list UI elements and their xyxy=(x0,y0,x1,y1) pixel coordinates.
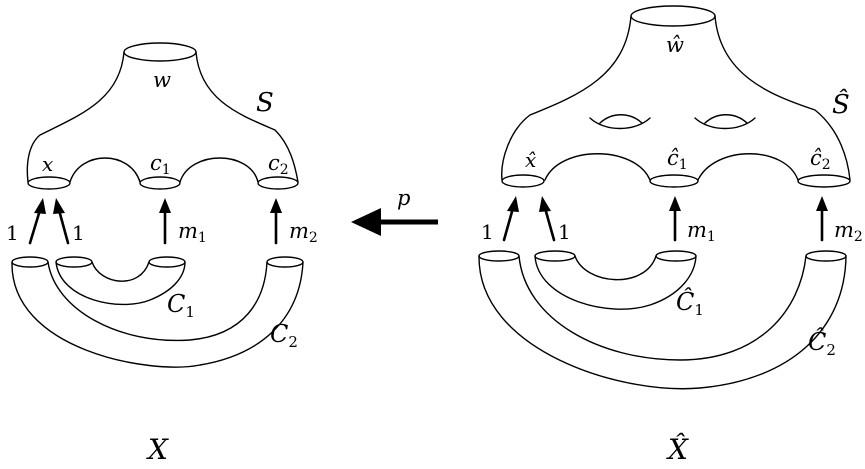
label-shat: Ŝ xyxy=(832,88,850,120)
label-what: ŵ xyxy=(666,33,684,57)
c2-end-right xyxy=(266,256,304,268)
surface-s xyxy=(26,42,299,190)
arrow-hat-1b xyxy=(543,206,556,242)
map-p: p xyxy=(351,186,438,236)
c2-body xyxy=(11,261,304,368)
boundary-w-circle xyxy=(123,42,197,62)
surface-shat-outline xyxy=(501,15,851,181)
label-c2: c2 xyxy=(268,151,289,178)
cylinders-right xyxy=(478,250,847,390)
handle-left xyxy=(589,114,651,130)
left-arrows xyxy=(28,198,282,245)
map-arrow-head xyxy=(351,208,381,236)
label-c2-cylinder: C2 xyxy=(270,320,298,351)
surface-shat xyxy=(501,5,851,188)
arrow-1a xyxy=(28,208,42,245)
label-c1hat: ĉ1 xyxy=(667,146,688,173)
label-p: p xyxy=(397,186,410,210)
surface-shat-bottom-arcs xyxy=(544,153,799,181)
cylinders-left xyxy=(11,256,304,368)
label-c1hat-cylinder: Ĉ1 xyxy=(676,287,704,319)
surface-s-bottom-arcs xyxy=(69,157,259,183)
c1-end-right xyxy=(148,256,186,268)
label-s: S xyxy=(256,88,274,118)
c1-body xyxy=(55,261,186,306)
c2hat-end-right xyxy=(805,250,847,262)
boundary-c2-circle xyxy=(257,176,299,190)
boundary-what-circle xyxy=(630,5,716,27)
label-xhat: x̂ xyxy=(525,148,536,172)
boundary-c1-circle xyxy=(139,176,181,190)
label-c2hat: ĉ2 xyxy=(810,146,831,173)
arrow-1b xyxy=(57,208,70,245)
left-space-x: w S x c1 c2 1 1 m1 m2 xyxy=(6,42,318,466)
label-w: w xyxy=(153,68,171,92)
right-arrows xyxy=(502,196,828,242)
label-1a: 1 xyxy=(6,221,19,245)
label-c1-cylinder: C1 xyxy=(167,290,195,321)
c1hat-body xyxy=(534,255,697,310)
c2hat-body xyxy=(478,255,847,390)
boundary-xhat-circle xyxy=(501,174,545,188)
boundary-c1hat-circle xyxy=(649,174,699,188)
c1-end-left xyxy=(55,256,93,268)
label-m1: m1 xyxy=(178,219,207,246)
boundary-x-circle xyxy=(27,176,71,190)
label-hat-m1: m1 xyxy=(687,218,716,245)
label-space-x: X xyxy=(146,433,169,466)
label-space-xhat: X̂ xyxy=(666,433,689,466)
c1hat-end-left xyxy=(534,250,576,262)
right-space-xhat: ŵ Ŝ x̂ ĉ1 ĉ2 1 1 m1 m2 Ĉ1 Ĉ2 X̂ xyxy=(478,5,863,466)
arrow-hat-1a xyxy=(502,206,515,242)
handle-right xyxy=(694,114,756,130)
label-hat-1a: 1 xyxy=(481,220,494,244)
label-c1: c1 xyxy=(150,151,171,178)
c1hat-end-right xyxy=(655,250,697,262)
c2hat-end-left xyxy=(478,250,520,262)
label-hat-m2: m2 xyxy=(834,218,863,245)
label-1b: 1 xyxy=(72,221,85,245)
label-c2hat-cylinder: Ĉ2 xyxy=(808,327,836,359)
boundary-c2hat-circle xyxy=(797,174,851,188)
c2-end-left xyxy=(11,256,49,268)
label-m2: m2 xyxy=(289,219,318,246)
label-x: x xyxy=(42,152,53,176)
label-hat-1b: 1 xyxy=(558,220,571,244)
surface-s-outline xyxy=(26,51,299,183)
